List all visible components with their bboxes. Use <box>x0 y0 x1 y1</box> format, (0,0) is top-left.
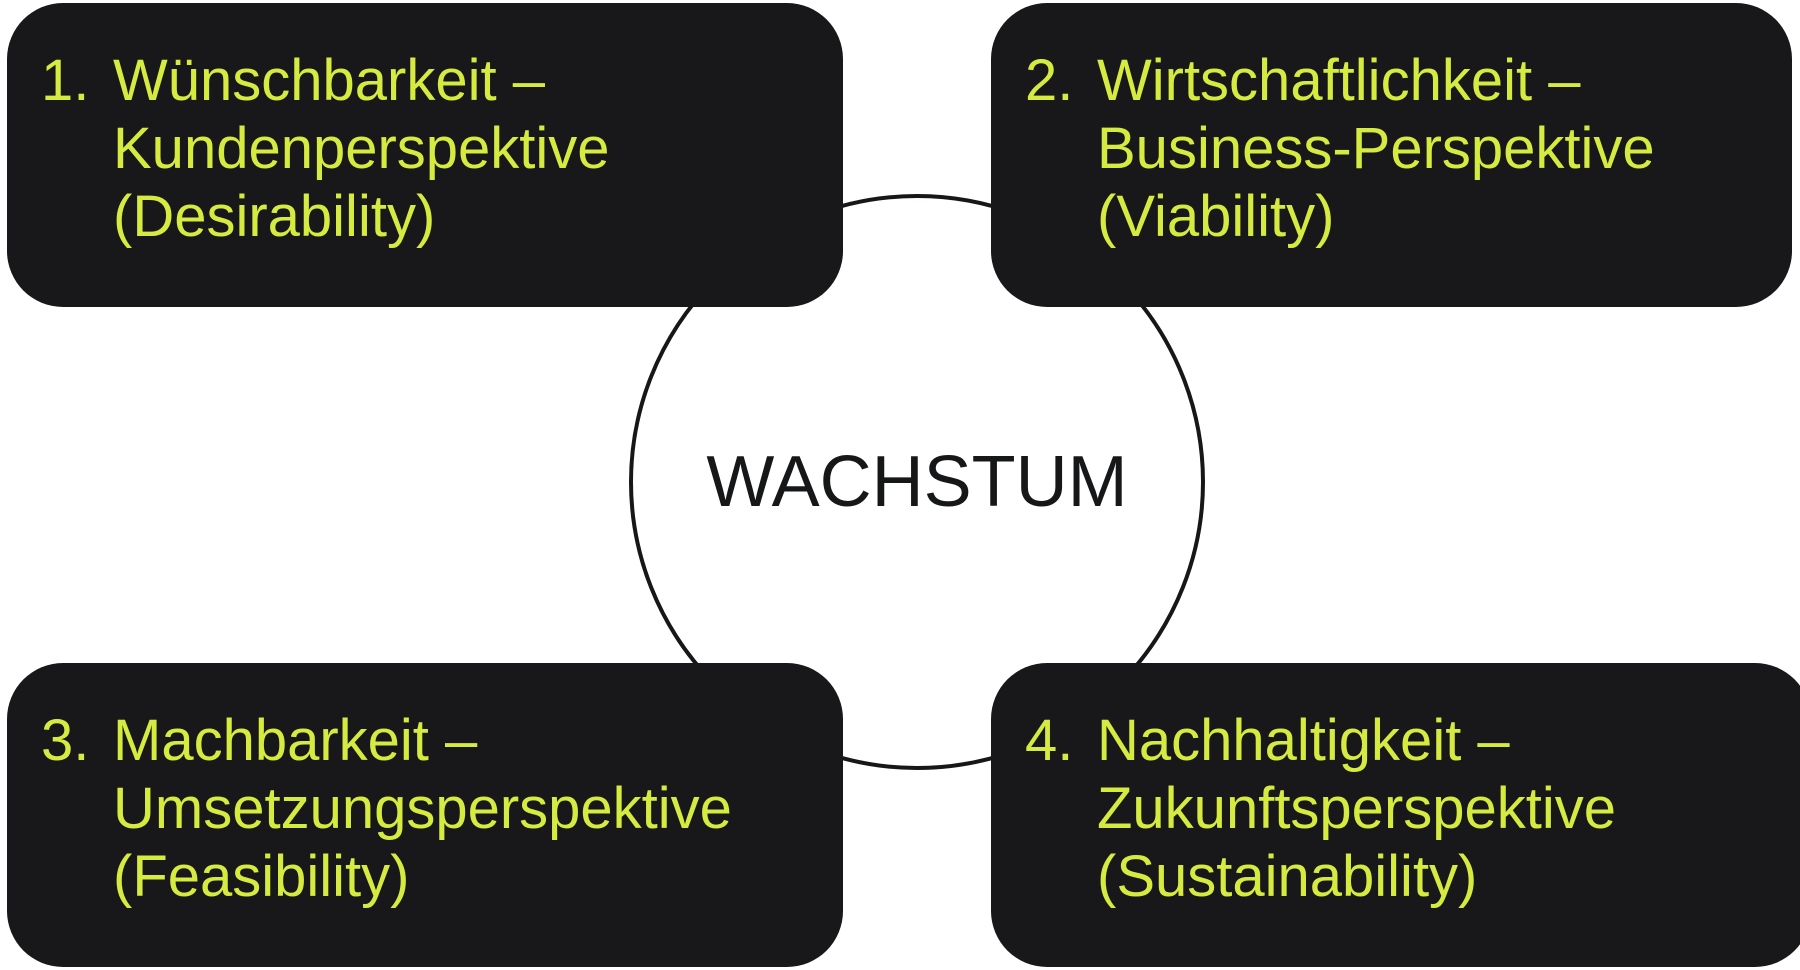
box-subtitle: Zukunftsperspektive <box>1097 776 1617 841</box>
box-subtitle-line: Umsetzungsperspektive <box>41 775 813 843</box>
box-number: 1. <box>41 48 90 113</box>
box-english-term: (Viability) <box>1097 184 1335 249</box>
box-english-term: (Desirability) <box>113 184 436 249</box>
box-number: 2. <box>1025 48 1074 113</box>
box-title-line: 2. Wirtschaftlichkeit – <box>1025 47 1762 115</box>
box-english-line: (Viability) <box>1025 183 1762 251</box>
feasibility-box: 3. Machbarkeit – Umsetzungsperspektive (… <box>7 663 843 967</box>
sustainability-box: 4. Nachhaltigkeit – Zukunftsperspektive … <box>991 663 1800 967</box>
desirability-box: 1. Wünschbarkeit – Kundenperspektive (De… <box>7 3 843 307</box>
box-english-term: (Feasibility) <box>113 844 410 909</box>
box-english-term: (Sustainability) <box>1097 844 1478 909</box>
box-number: 3. <box>41 708 90 773</box>
box-subtitle: Business-Perspektive <box>1097 116 1655 181</box>
box-english-line: (Sustainability) <box>1025 843 1781 911</box>
box-subtitle-line: Kundenperspektive <box>41 115 813 183</box>
box-title-line: 4. Nachhaltigkeit – <box>1025 707 1781 775</box>
box-title: Wünschbarkeit – <box>113 48 545 113</box>
box-title: Wirtschaftlichkeit – <box>1097 48 1581 113</box>
box-english-line: (Feasibility) <box>41 843 813 911</box>
box-subtitle: Kundenperspektive <box>113 116 610 181</box>
box-subtitle-line: Business-Perspektive <box>1025 115 1762 183</box>
box-title: Nachhaltigkeit – <box>1097 708 1510 773</box>
viability-box: 2. Wirtschaftlichkeit – Business-Perspek… <box>991 3 1792 307</box>
box-subtitle: Umsetzungsperspektive <box>113 776 732 841</box>
box-title: Machbarkeit – <box>113 708 478 773</box>
box-subtitle-line: Zukunftsperspektive <box>1025 775 1781 843</box>
center-label: WACHSTUM <box>706 442 1128 522</box>
box-number: 4. <box>1025 708 1074 773</box>
box-title-line: 1. Wünschbarkeit – <box>41 47 813 115</box>
box-english-line: (Desirability) <box>41 183 813 251</box>
box-title-line: 3. Machbarkeit – <box>41 707 813 775</box>
